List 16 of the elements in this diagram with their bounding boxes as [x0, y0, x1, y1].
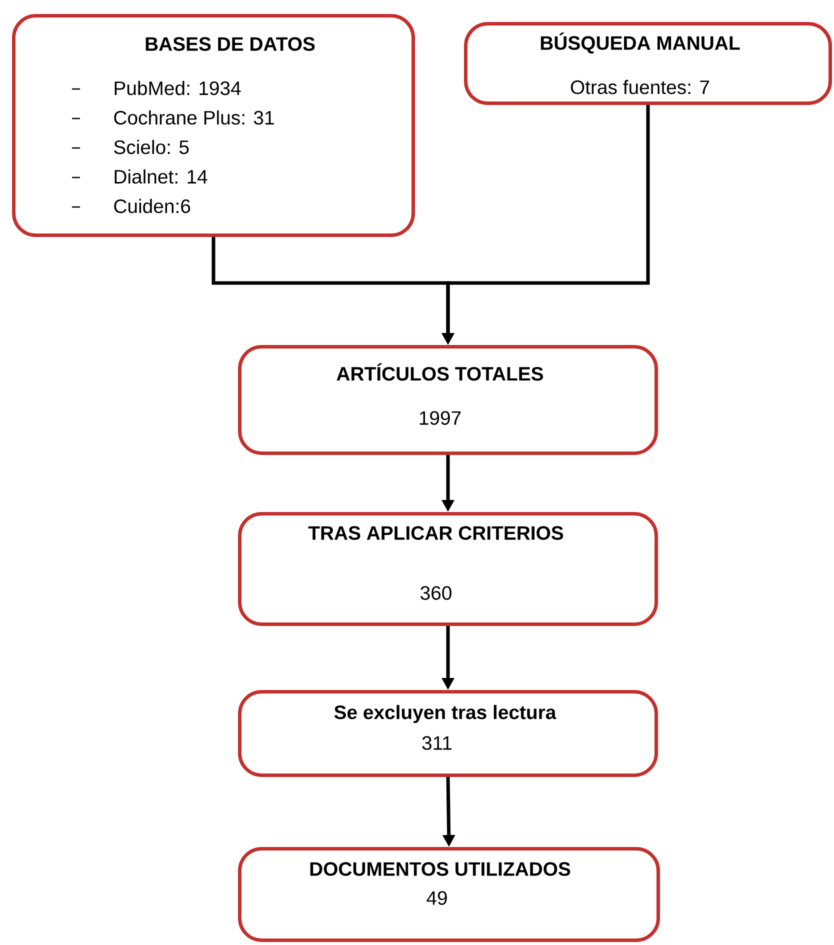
box-text: Otras fuentes: 7	[570, 80, 710, 94]
box-heading: ARTÍCULOS TOTALES	[336, 363, 544, 381]
box-text: 311	[422, 736, 452, 750]
box-heading: Se excluyen tras lectura	[334, 704, 556, 724]
box-heading: BASES DE DATOS	[146, 37, 315, 51]
list-item: Cuiden:6	[114, 198, 190, 214]
box-text: 1997	[420, 411, 461, 425]
list-item: Dialnet: 14	[114, 169, 208, 184]
box-text: 360	[420, 586, 452, 600]
box-text: 49	[426, 891, 447, 905]
box-heading: TRAS APLICAR CRITERIOS	[308, 526, 564, 540]
box-heading: DOCUMENTOS UTILIZADOS	[310, 862, 570, 876]
list-item: Scielo: 5	[114, 140, 189, 154]
list-item: Cochrane Plus: 31	[114, 110, 274, 125]
list-item: PubMed: 1934	[114, 80, 241, 96]
box-heading: BÚSQUEDA MANUAL	[540, 32, 740, 54]
